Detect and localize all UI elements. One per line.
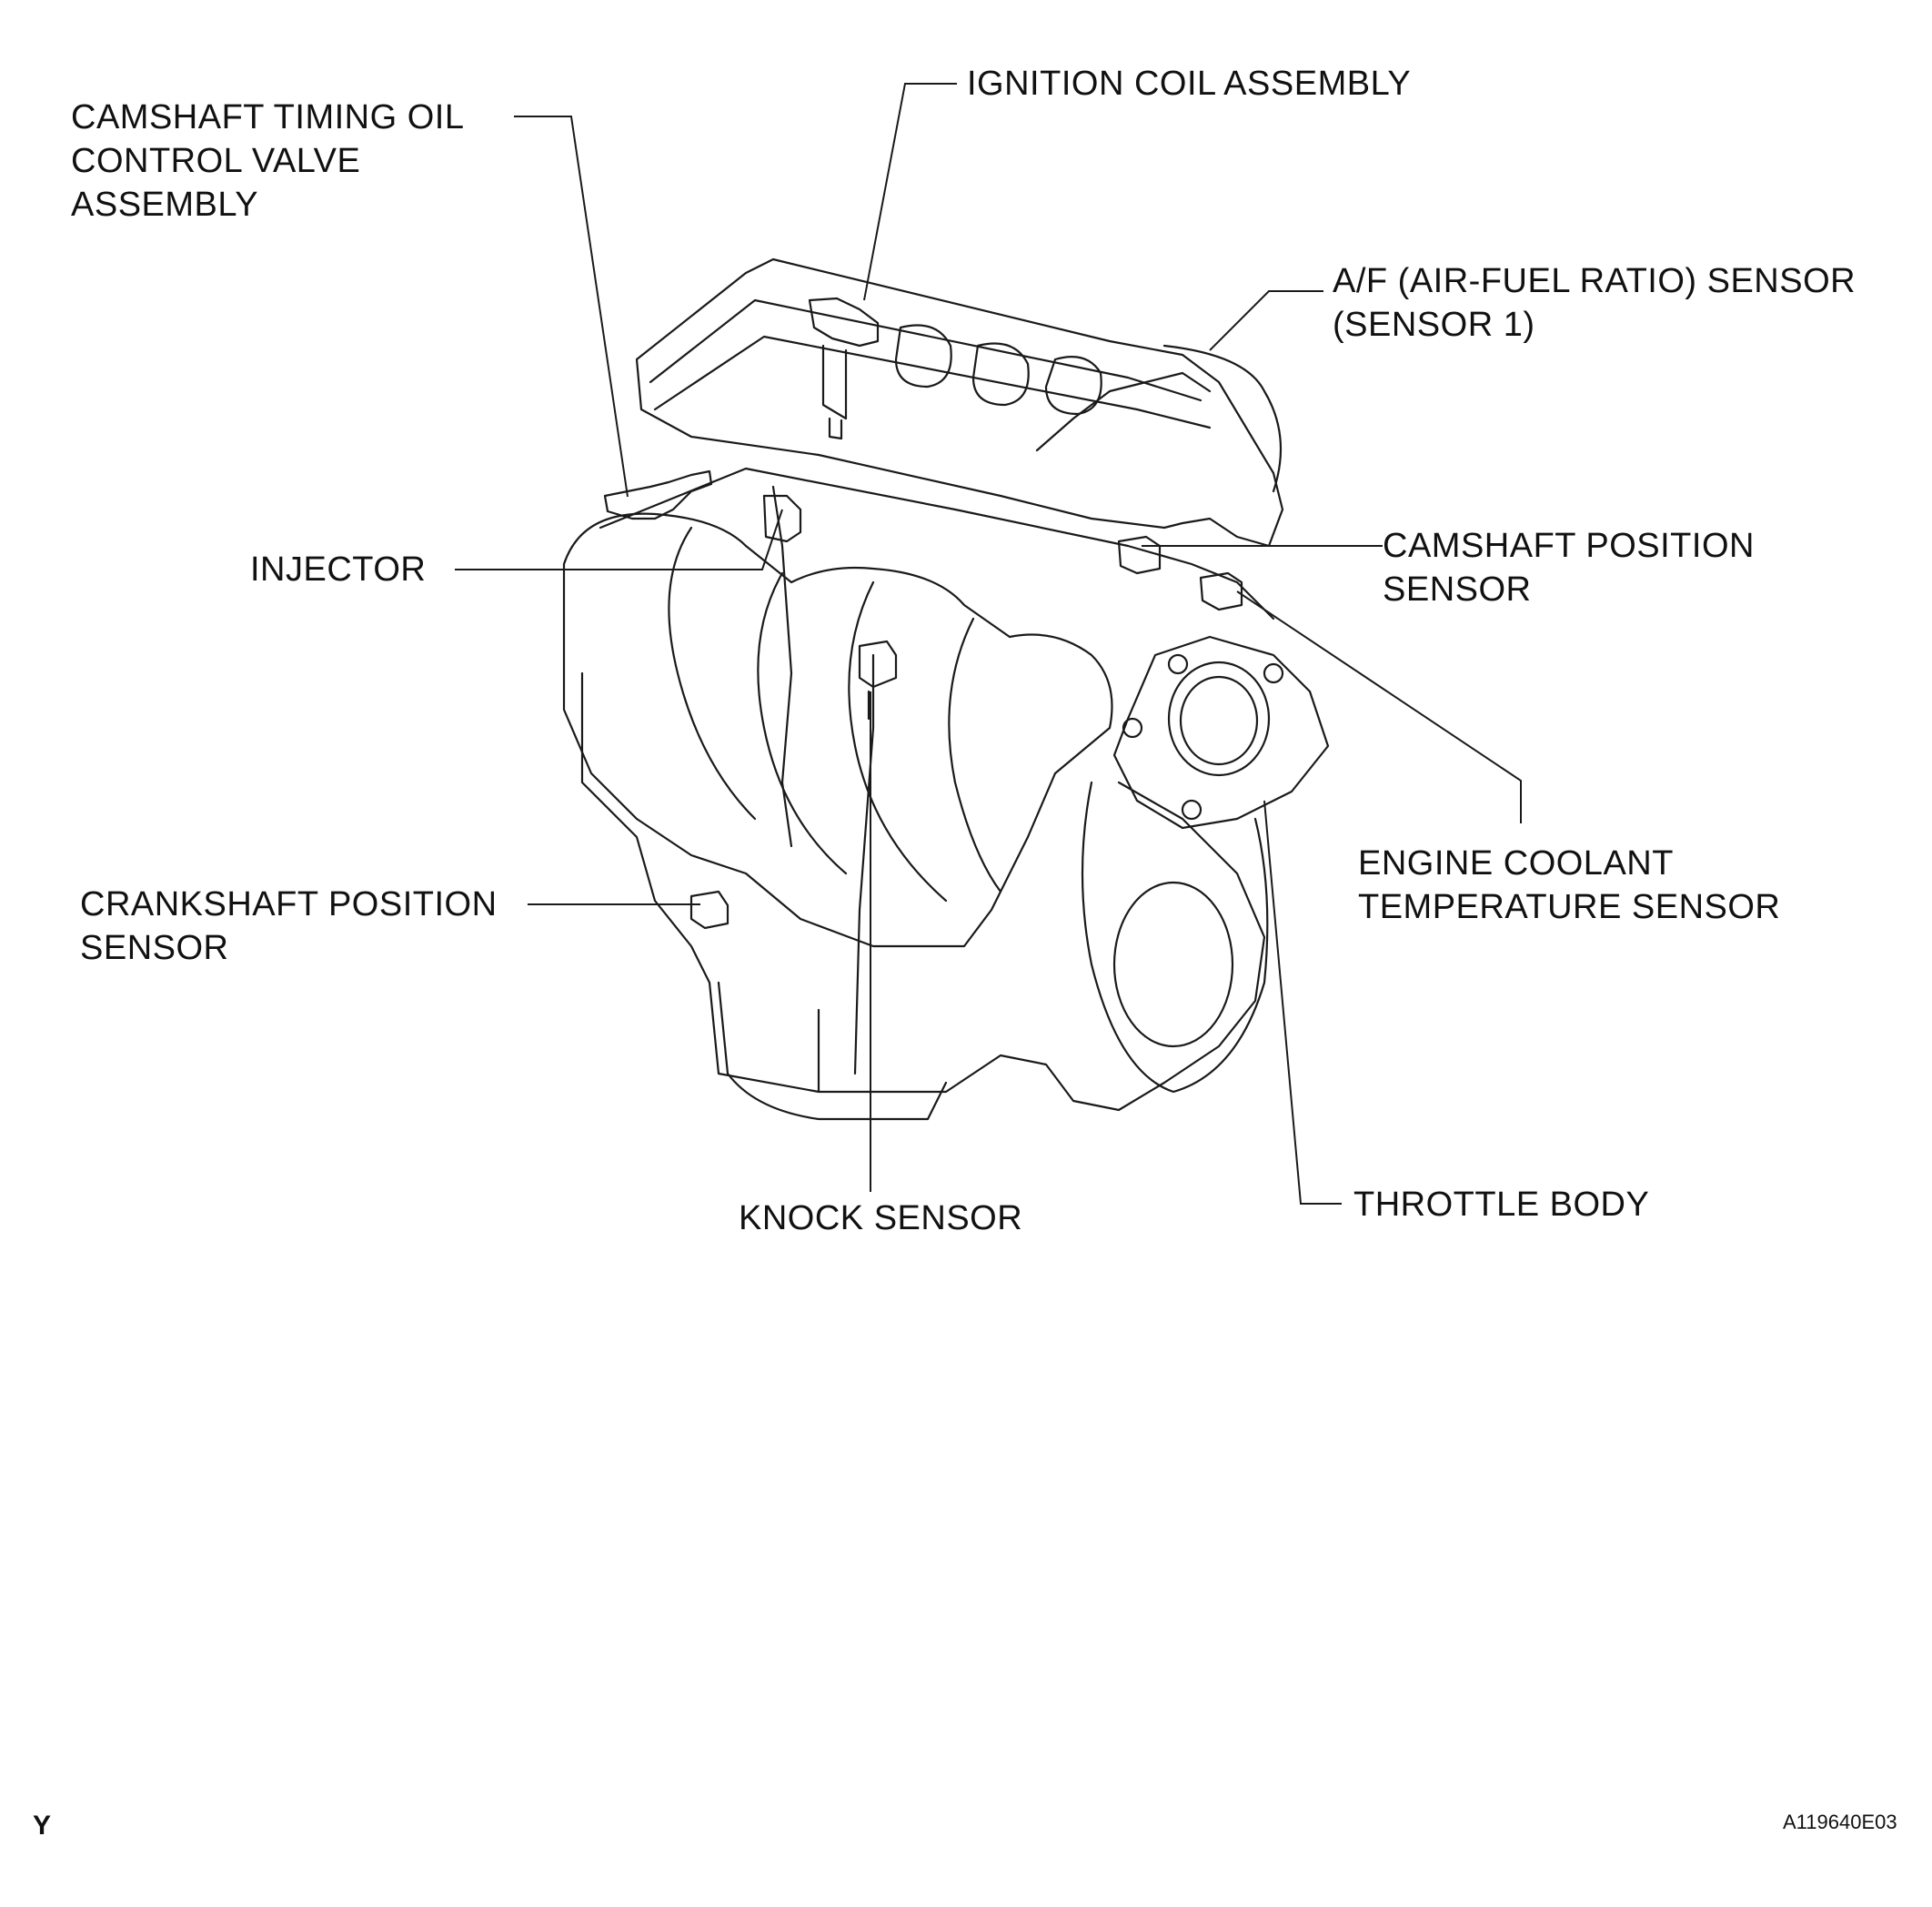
label-line: THROTTLE BODY <box>1353 1186 1650 1224</box>
intake-manifold <box>564 514 1112 946</box>
engine-block <box>582 673 1264 1110</box>
head-cover-ridge <box>650 300 1210 428</box>
bolt-2 <box>1264 664 1283 682</box>
camshaft-position-part <box>1119 537 1160 573</box>
runner-1 <box>669 528 946 901</box>
timing-cover <box>1082 782 1267 1092</box>
figure-code: A119640E03 <box>1783 1811 1897 1833</box>
bolt-1 <box>1169 655 1187 673</box>
label-line: SENSOR <box>1383 570 1532 609</box>
camshaft-timing-valve-part <box>605 471 711 519</box>
label-knock-sensor: KNOCK SENSOR <box>739 1196 1022 1240</box>
head-cover <box>637 259 1283 546</box>
label-camshaft-position-sensor: CAMSHAFT POSITION SENSOR <box>1383 524 1755 611</box>
leader-coolant <box>1237 591 1521 823</box>
throttle-body <box>1114 637 1328 828</box>
throttle-bore-inner <box>1181 677 1257 764</box>
label-line: A/F (AIR-FUEL RATIO) SENSOR <box>1333 262 1857 300</box>
plug-wells <box>896 326 1102 415</box>
corner-mark: Y <box>33 1811 52 1841</box>
label-line: (SENSOR 1) <box>1333 306 1535 344</box>
bolt-3 <box>1123 719 1142 737</box>
label-line: CAMSHAFT POSITION <box>1383 527 1755 565</box>
leader-injector <box>455 510 782 570</box>
leader-ignition-coil <box>864 84 957 300</box>
label-line: ENGINE COOLANT <box>1358 844 1674 883</box>
leader-lines <box>455 84 1521 1204</box>
engine-drawing <box>564 259 1328 1119</box>
label-af-sensor: A/F (AIR-FUEL RATIO) SENSOR (SENSOR 1) <box>1333 259 1856 347</box>
label-line: CONTROL VALVE <box>71 142 361 180</box>
af-sensor-harness <box>1037 346 1281 491</box>
label-line: INJECTOR <box>250 550 427 589</box>
runner-2 <box>949 619 1001 892</box>
label-line: SENSOR <box>80 929 229 967</box>
leader-camshaft-timing <box>514 116 628 497</box>
throttle-bore <box>1169 662 1269 775</box>
ignition-coil <box>810 298 878 439</box>
bolt-4 <box>1182 801 1201 819</box>
label-line: IGNITION COIL ASSEMBLY <box>967 65 1412 103</box>
label-throttle-body: THROTTLE BODY <box>1353 1183 1649 1226</box>
coolant-sensor-part <box>1201 573 1242 610</box>
label-line: ASSEMBLY <box>71 186 259 224</box>
knock-sensor-part <box>860 641 896 719</box>
label-line: CRANKSHAFT POSITION <box>80 885 498 923</box>
label-line: TEMPERATURE SENSOR <box>1358 888 1781 926</box>
pulley <box>1114 883 1233 1046</box>
label-engine-coolant-temperature-sensor: ENGINE COOLANT TEMPERATURE SENSOR <box>1358 842 1780 929</box>
label-camshaft-timing-oil-control-valve: CAMSHAFT TIMING OIL CONTROL VALVE ASSEMB… <box>71 96 464 227</box>
label-line: CAMSHAFT TIMING OIL <box>71 98 465 136</box>
label-crankshaft-position-sensor: CRANKSHAFT POSITION SENSOR <box>80 883 498 970</box>
label-ignition-coil: IGNITION COIL ASSEMBLY <box>967 62 1411 106</box>
injector-part <box>764 496 800 541</box>
crankshaft-sensor-part <box>691 892 728 928</box>
oil-pan <box>719 983 946 1119</box>
label-line: KNOCK SENSOR <box>739 1199 1023 1237</box>
wiring-harness <box>600 469 1273 1074</box>
leader-af-sensor <box>1210 291 1323 350</box>
label-injector: INJECTOR <box>250 548 426 591</box>
leader-throttle <box>1264 801 1342 1204</box>
